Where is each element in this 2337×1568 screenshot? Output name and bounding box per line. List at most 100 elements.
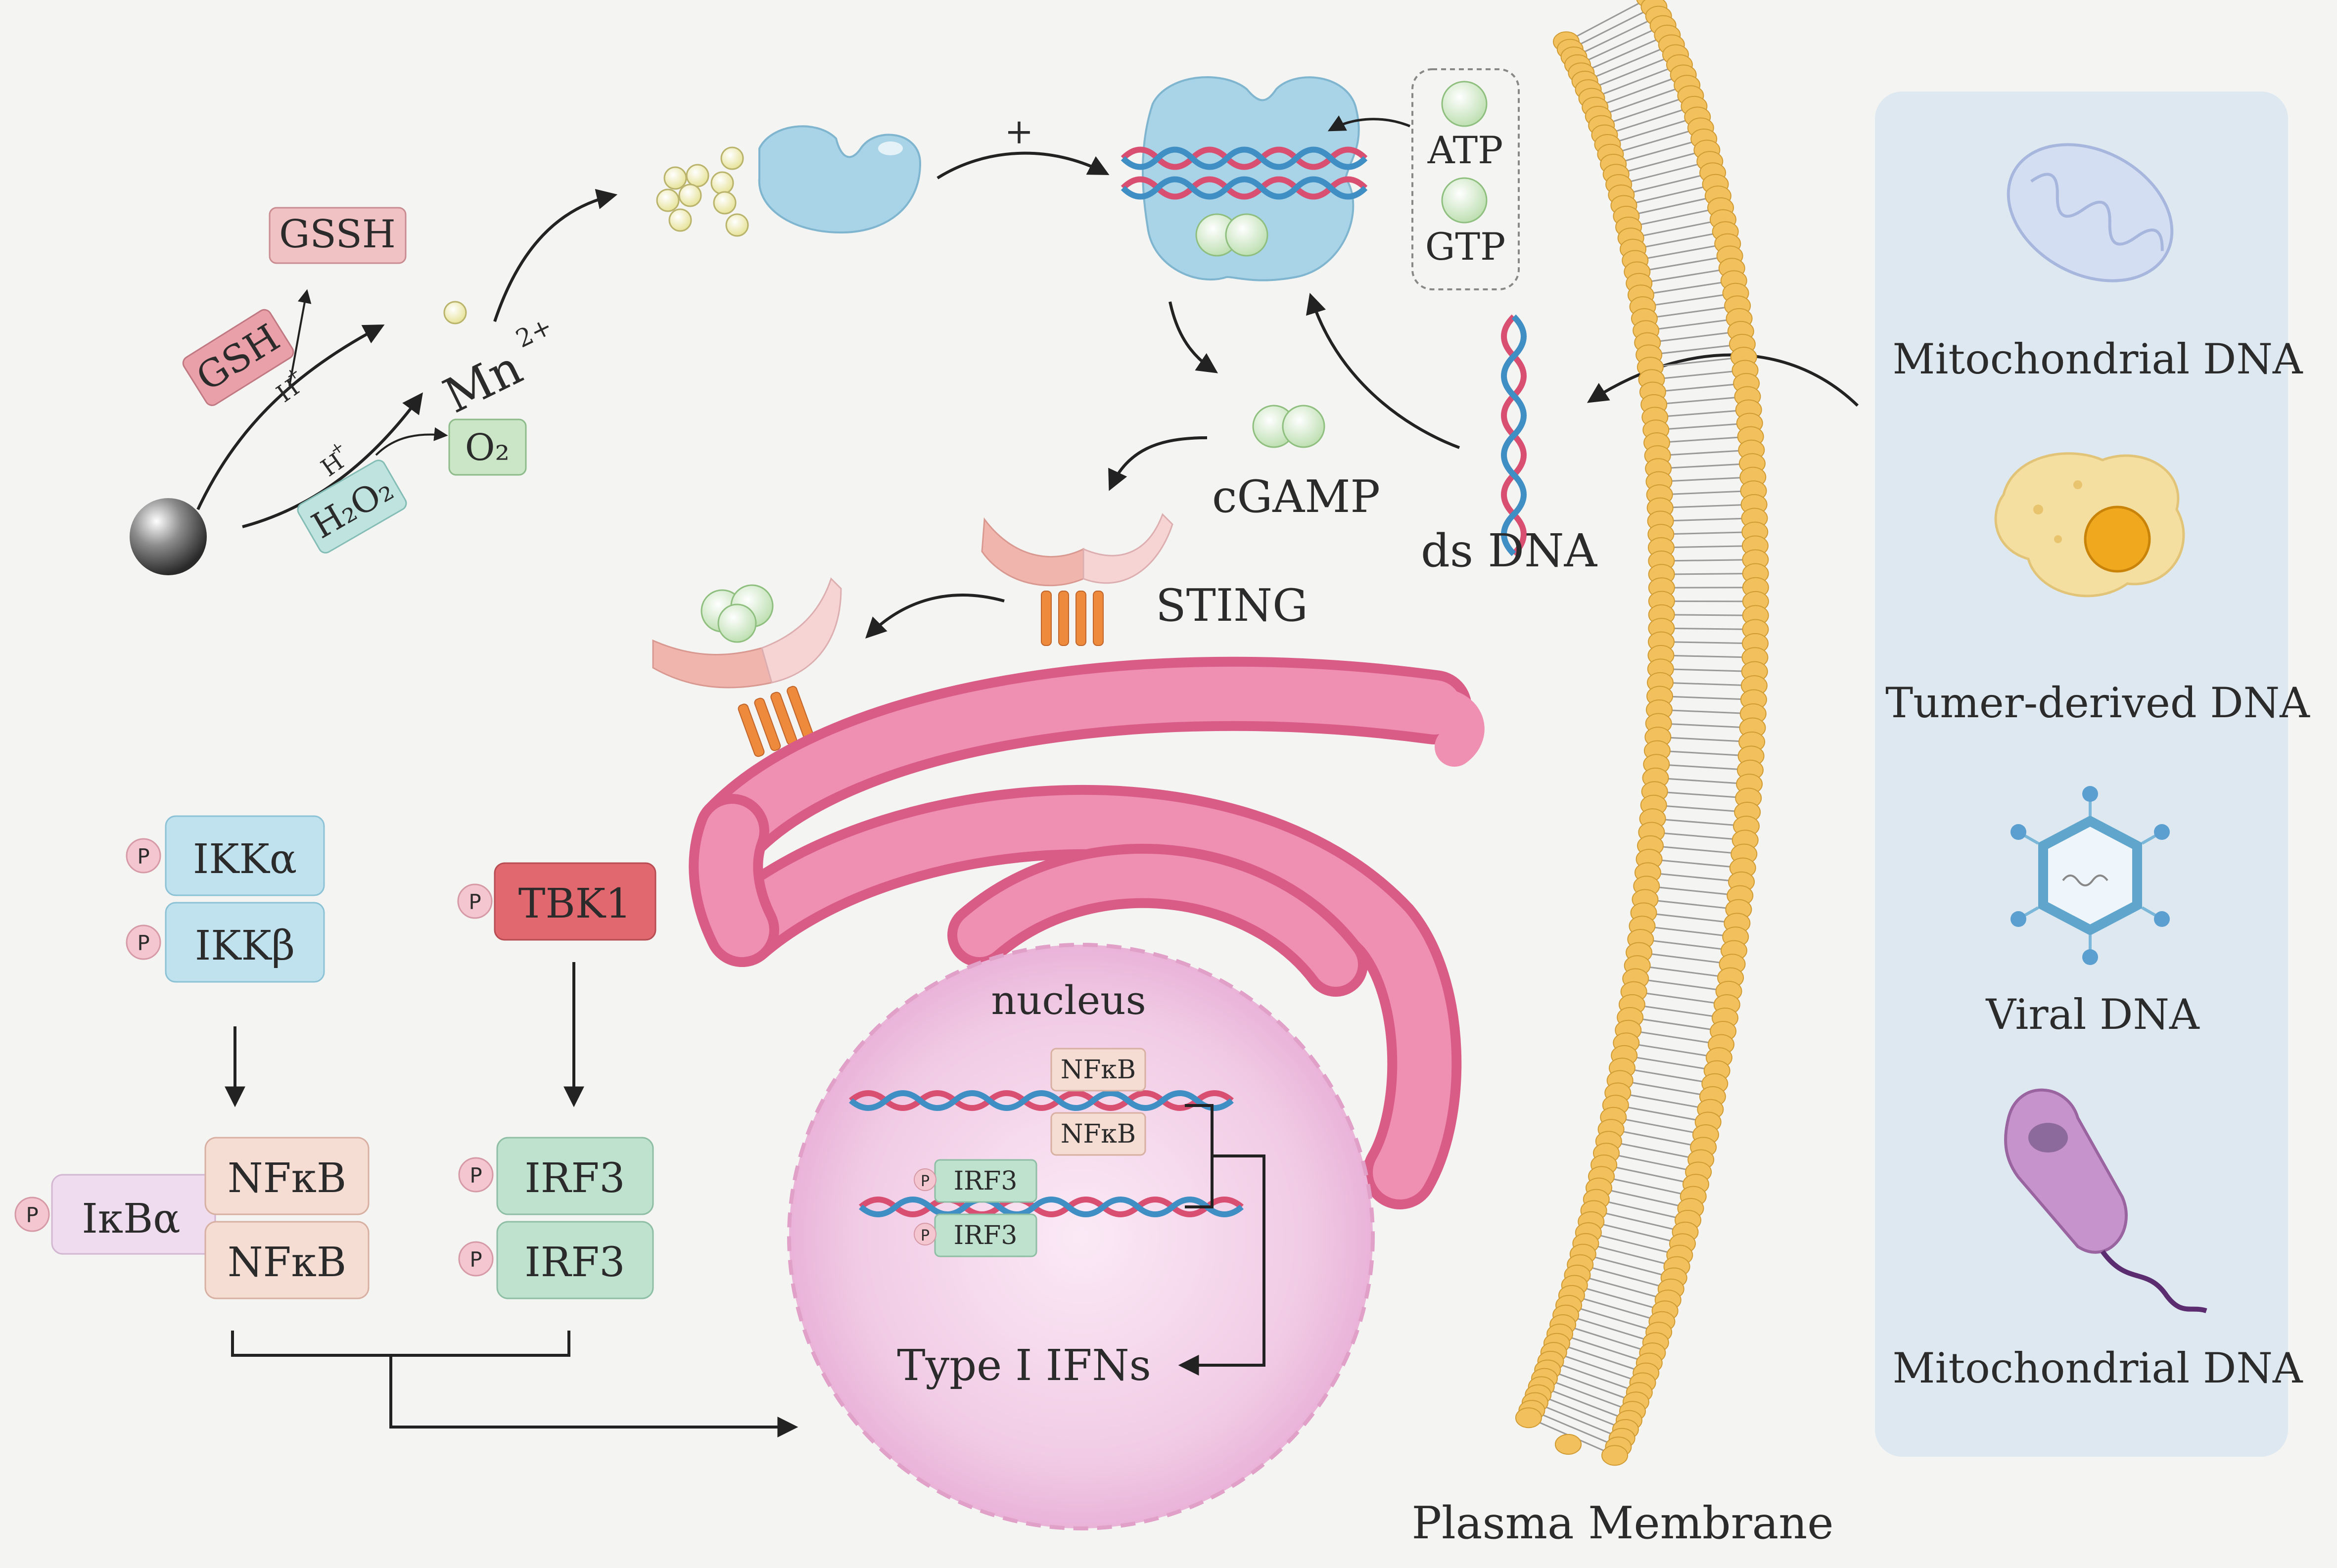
- lipid-tail: [1574, 1285, 1666, 1312]
- nucleus-dna-helix-2: [859, 1197, 1244, 1217]
- lipid-tail: [1650, 845, 1744, 855]
- lipid-tail: [1633, 231, 1726, 250]
- nucleus-icon: [787, 943, 1375, 1530]
- lipid-tail: [1559, 1333, 1650, 1364]
- lipid-tail: [1568, 1304, 1659, 1333]
- h2o2-box: [297, 460, 407, 554]
- lipid-tail: [1661, 641, 1756, 645]
- lipid-tail: [1590, 1221, 1683, 1245]
- gssh-box: [269, 207, 407, 264]
- mn-ion-cluster: [656, 146, 749, 237]
- source-label-mito-1: Mitochondrial DNA: [1893, 335, 2303, 383]
- lipid-tail: [1646, 885, 1740, 897]
- arrow-gsh-to-mn: [196, 324, 385, 510]
- nucleus-irf3-label-a: IRF3: [954, 1166, 1018, 1196]
- lipid-tail: [1650, 356, 1744, 368]
- ikkb-phospho-icon: [126, 924, 161, 960]
- tbk1-phospho-label: P: [468, 890, 481, 914]
- lipid-tail: [1626, 195, 1719, 217]
- bracket-nucleus-transcription: [1182, 1104, 1265, 1365]
- lipid-tail: [1661, 573, 1756, 575]
- lipid-tail: [1647, 330, 1741, 344]
- lipid-tail: [1654, 396, 1748, 406]
- gtp-icon: [1441, 177, 1488, 224]
- lipid-tail: [1635, 243, 1728, 261]
- lipid-tail: [1660, 682, 1754, 687]
- irf3-label-bottom: IRF3: [524, 1239, 625, 1286]
- lipid-tail: [1618, 160, 1710, 185]
- lipid-tail: [1660, 504, 1754, 509]
- lipid-tail: [1556, 1342, 1646, 1374]
- lipid-tail: [1613, 138, 1704, 165]
- ds-dna-label: ds DNA: [1421, 524, 1598, 577]
- lipid-head: [1515, 1407, 1542, 1429]
- lipid-tail: [1615, 1104, 1708, 1123]
- lipid-tail: [1631, 219, 1724, 239]
- lipid-tail: [1634, 991, 1728, 1006]
- lipid-tail: [1594, 74, 1684, 108]
- virus-icon: [2010, 786, 2170, 965]
- gtp-label: GTP: [1425, 225, 1506, 269]
- lipid-tail: [1593, 1209, 1685, 1233]
- endoplasmic-reticulum-icon: [689, 656, 1485, 1209]
- mn-label: Mn: [435, 339, 530, 424]
- arrow-gssh-branch: [288, 289, 312, 386]
- arrow-activation: [936, 151, 1110, 180]
- lipid-tail: [1659, 490, 1754, 496]
- lipid-tail: [1661, 654, 1755, 658]
- lipid-tail: [1588, 54, 1676, 91]
- nucleus-irf3-label-b: IRF3: [954, 1221, 1018, 1250]
- lipid-tail: [1651, 369, 1745, 380]
- irf3-bottom-phospho-label: P: [469, 1247, 482, 1272]
- nucleus-phospho-label-a: P: [921, 1173, 930, 1190]
- lipid-tail: [1637, 965, 1731, 979]
- lipid-tail: [1531, 1409, 1619, 1448]
- lipid-tail: [1653, 804, 1748, 813]
- mn-nanoparticle-icon: [130, 498, 207, 575]
- gssh-label: GSSH: [279, 212, 396, 257]
- lipid-tail: [1640, 279, 1734, 296]
- lipid-tail: [1649, 858, 1743, 869]
- lipid-tail: [1648, 343, 1743, 356]
- lipid-tail: [1611, 1128, 1704, 1148]
- ikka-phospho-icon: [126, 838, 161, 874]
- lipid-tail: [1573, 15, 1659, 58]
- lipid-tail: [1603, 1164, 1696, 1185]
- lipid-tail: [1577, 25, 1664, 66]
- lipid-head: [1601, 1445, 1629, 1466]
- lipid-tail: [1581, 34, 1668, 74]
- nfkb-label-bottom: NFκB: [228, 1239, 346, 1286]
- lipid-tail: [1626, 1042, 1720, 1059]
- lipid-tail: [1656, 436, 1751, 444]
- ikka-phospho-label: P: [137, 844, 149, 869]
- irf3-box-bottom: [496, 1221, 654, 1299]
- nucleus-phospho-label-b: P: [921, 1227, 930, 1245]
- o2-label: O₂: [465, 426, 510, 469]
- mitochondrion-icon: [2007, 143, 2174, 282]
- lipid-tail: [1601, 1175, 1694, 1198]
- cgas-bound-dna-helix: [1121, 146, 1368, 200]
- lipid-tail: [1657, 750, 1751, 757]
- lipid-tail: [1658, 736, 1752, 743]
- nucleus-nfkb-label-a: NFκB: [1061, 1055, 1136, 1085]
- lipid-tail: [1659, 709, 1753, 715]
- mn-ion-icon: [443, 301, 467, 324]
- lipid-tail: [1645, 318, 1739, 331]
- lipid-tail: [1541, 1385, 1630, 1422]
- sting-dimer-icon: [981, 513, 1173, 646]
- lipid-tail: [1553, 1351, 1643, 1384]
- nucleotide-box: [1411, 68, 1520, 290]
- lipid-tail: [1584, 44, 1672, 82]
- lipid-tail: [1596, 1199, 1688, 1221]
- lipid-tail: [1656, 763, 1751, 771]
- plasma-membrane-label: Plasma Membrane: [1411, 1497, 1833, 1549]
- nucleus-dna-helix-1: [849, 1090, 1234, 1111]
- lipid-tail: [1644, 305, 1738, 320]
- ikkb-box: [165, 902, 325, 983]
- arrow-nucleotides-to-cgas: [1327, 115, 1410, 132]
- lipid-tail: [1658, 723, 1753, 729]
- lipid-tail: [1608, 1140, 1701, 1160]
- lipid-tail: [1636, 978, 1729, 992]
- lipid-tail: [1550, 1360, 1640, 1393]
- lipid-tail: [1660, 668, 1755, 673]
